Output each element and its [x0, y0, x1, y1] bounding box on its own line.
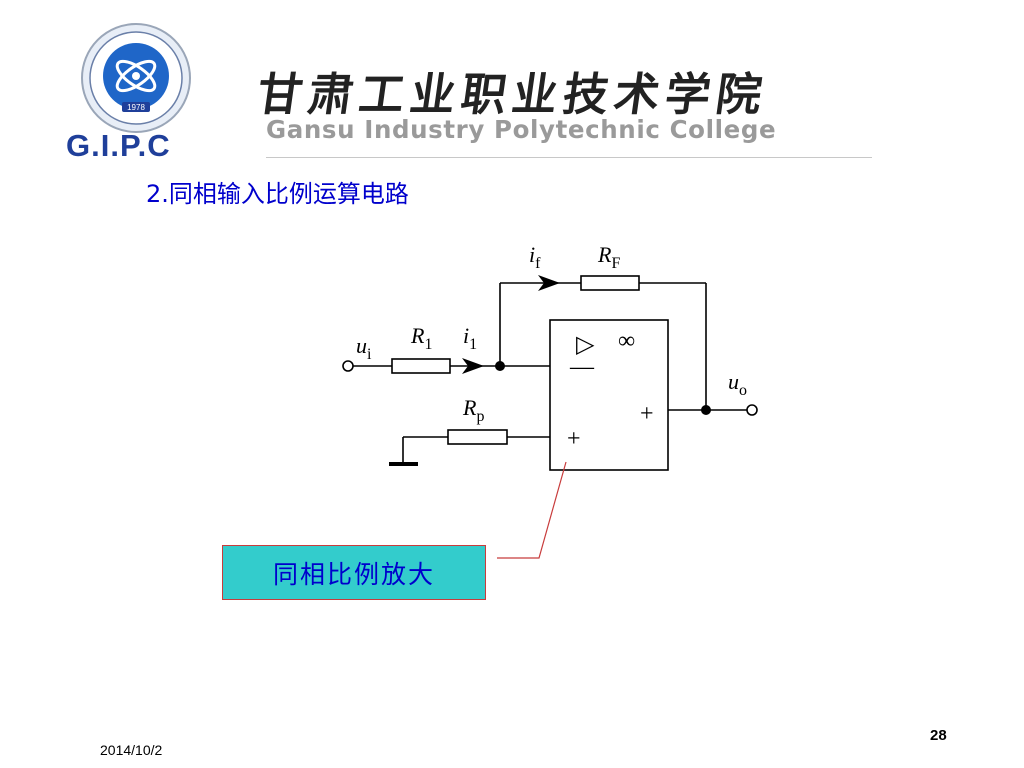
- junction-output: [701, 405, 711, 415]
- current-arrow-i1: [462, 358, 484, 374]
- op-amp-box: [549, 319, 669, 471]
- op-amp-noninverting-sign: +: [567, 426, 581, 452]
- section-title: 2.同相输入比例运算电路: [146, 180, 409, 208]
- label-rp: Rp: [462, 395, 484, 425]
- header-divider: [266, 157, 872, 158]
- college-name-english: Gansu Industry Polytechnic College: [266, 115, 777, 144]
- callout-leader-line: [497, 461, 567, 559]
- op-amp-output-sign: +: [640, 401, 654, 427]
- slide-date: 2014/10/2: [100, 742, 163, 758]
- resistor-r1: [391, 358, 451, 374]
- label-rf: RF: [597, 242, 620, 272]
- label-i1: i1: [463, 323, 477, 353]
- label-ui: ui: [356, 333, 372, 363]
- callout-label: 同相比例放大: [222, 545, 486, 600]
- resistor-rf: [580, 275, 640, 291]
- op-amp-triangle-symbol: ▷: [576, 332, 595, 358]
- junction-inverting: [495, 361, 505, 371]
- resistor-rp: [447, 429, 508, 445]
- label-r1: R1: [410, 323, 432, 353]
- college-acronym: G.I.P.C: [66, 128, 171, 163]
- college-emblem-icon: 1978: [81, 23, 191, 133]
- slide-number: 28: [930, 727, 947, 744]
- op-amp-infinity-gain: ∞: [618, 328, 635, 354]
- terminal-input: [342, 360, 354, 372]
- terminal-output: [746, 404, 758, 416]
- label-if: if: [529, 242, 541, 272]
- current-arrow-if: [538, 275, 560, 291]
- op-amp-inverting-sign: —: [569, 354, 595, 380]
- emblem-year-text: 1978: [127, 103, 145, 112]
- label-uo: uo: [728, 369, 747, 399]
